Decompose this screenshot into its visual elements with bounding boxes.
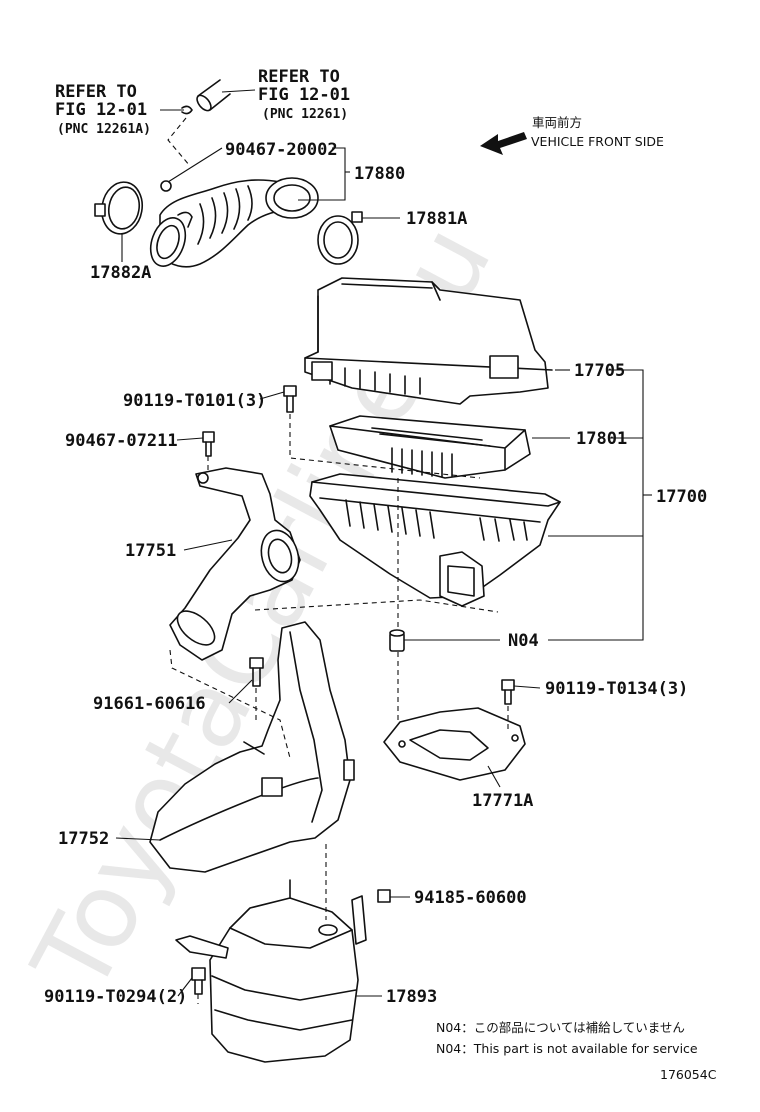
label-91661-60616: 91661-60616 [93, 694, 206, 714]
bolt-90467-07211-icon [202, 431, 215, 457]
direction-en: VEHICLE FRONT SIDE [531, 134, 664, 149]
intake-duct-17752-drawing [149, 621, 355, 873]
filter-element-drawing [329, 415, 531, 479]
label-90467-20002: 90467-20002 [225, 140, 338, 160]
label-17771a: 17771A [472, 791, 533, 811]
label-90467-07211: 90467-07211 [65, 431, 178, 451]
breather-hose-drawing [160, 79, 256, 167]
ref-a-line2: FIG 12-01 [55, 100, 147, 120]
label-17893: 17893 [386, 987, 437, 1007]
ref-a-line1: REFER TO [55, 82, 137, 102]
note-en: N04：This part is not available for servi… [436, 1041, 698, 1056]
label-90119-t0294: 90119-T0294(2) [44, 987, 187, 1007]
air-cleaner-cap-drawing [304, 277, 553, 405]
bolt-91661-60616-icon [249, 657, 264, 687]
ref-a-line3: (PNC 12261A) [57, 122, 151, 137]
note-jp: N04：この部品については補給していません [436, 1020, 685, 1035]
intake-duct-17751-drawing [169, 467, 301, 661]
label-17700: 17700 [656, 487, 707, 507]
bolt-90119-t0134-icon [501, 679, 515, 705]
label-94185-60600: 94185-60600 [414, 888, 527, 908]
label-90119-t0134: 90119-T0134(3) [545, 679, 688, 699]
leader-lines [115, 147, 652, 997]
label-90119-t0101: 90119-T0101(3) [123, 391, 266, 411]
vehicle-front-arrow-icon [480, 132, 527, 155]
label-17752: 17752 [58, 829, 109, 849]
assembly-dashed-lines [169, 414, 509, 1004]
ref-b-line3: (PNC 12261) [262, 107, 348, 122]
air-hose-drawing [149, 177, 319, 268]
label-17705: 17705 [574, 361, 625, 381]
bolt-94185-60600-icon [377, 889, 391, 903]
clamp-17881a-drawing [317, 211, 363, 265]
direction-jp: 車両前方 [532, 115, 582, 130]
ref-b-line2: FIG 12-01 [258, 85, 350, 105]
air-cleaner-case-drawing [309, 473, 561, 607]
label-17751: 17751 [125, 541, 176, 561]
clamp-17882a-drawing [94, 181, 144, 235]
n04-rubber-drawing [389, 629, 405, 652]
label-17881a: 17881A [406, 209, 467, 229]
label-n04: N04 [508, 631, 539, 651]
ref-b-line1: REFER TO [258, 67, 340, 87]
bolt-90119-t0101-icon [283, 385, 297, 413]
bracket-17771a-drawing [383, 707, 526, 781]
label-17880: 17880 [354, 164, 405, 184]
label-17882a: 17882A [90, 263, 151, 283]
label-17801: 17801 [576, 429, 627, 449]
bolt-90119-t0294-icon [191, 967, 206, 995]
figure-code: 176054C [660, 1067, 717, 1082]
resonator-17893-drawing [175, 879, 367, 1063]
